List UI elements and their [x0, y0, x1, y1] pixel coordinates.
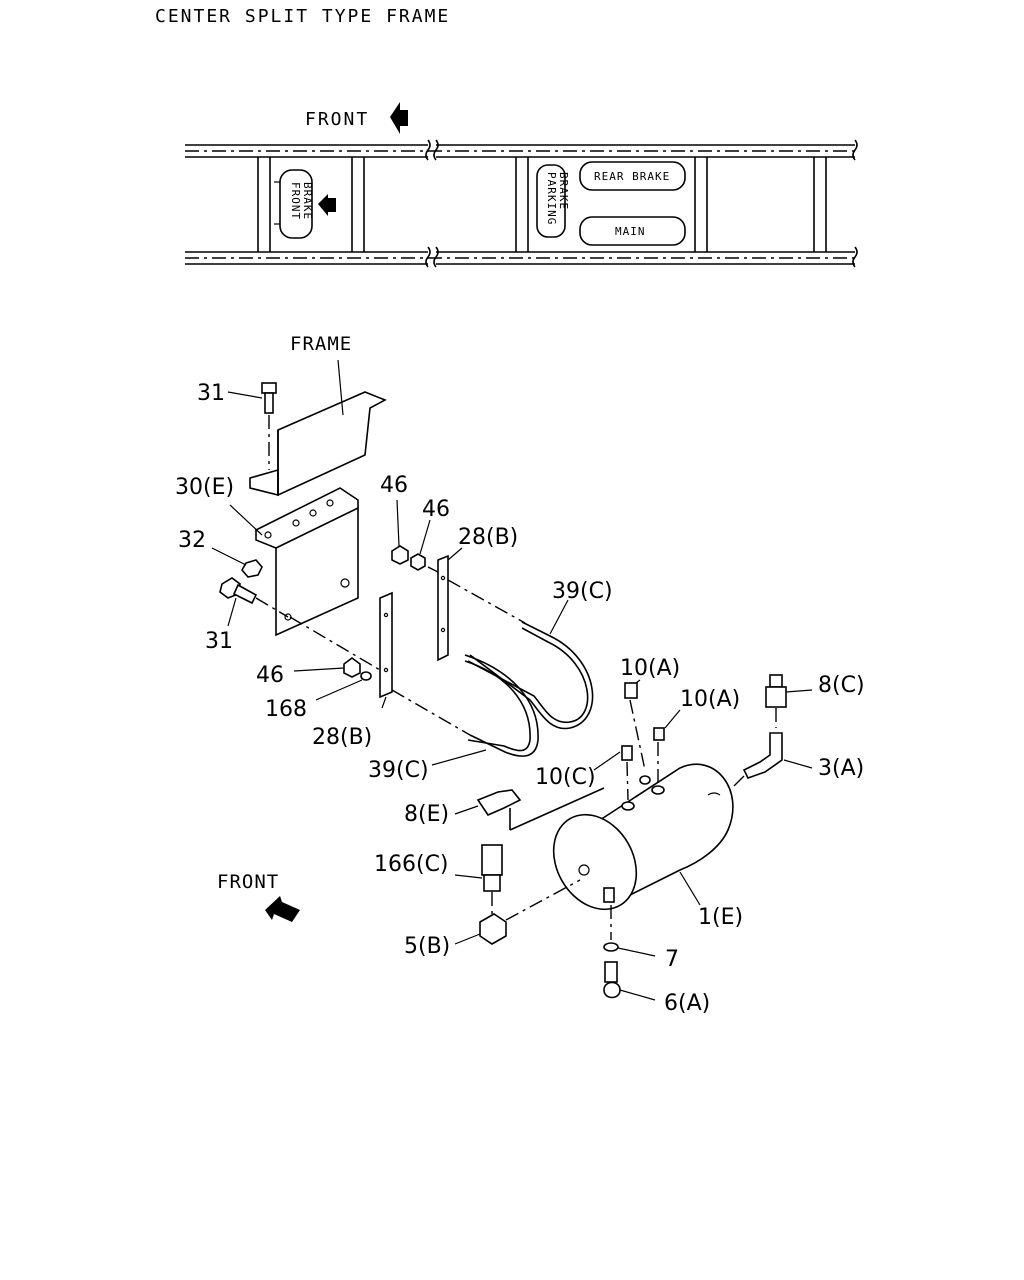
- air-tank-1e: [552, 763, 734, 911]
- callout-10a-left: 10(A): [620, 656, 680, 681]
- rear-brake-tank: REAR BRAKE: [579, 161, 686, 191]
- frame-rails: [185, 139, 858, 268]
- exploded-view: FRAME: [175, 333, 865, 1016]
- callout-7: 7: [665, 947, 679, 972]
- strap-28b-right: [437, 547, 526, 662]
- lower-front-arrow-icon: [265, 896, 300, 922]
- callout-8c: 8(C): [818, 673, 865, 698]
- callout-39c-left: 39(C): [368, 758, 429, 783]
- front-brake-tank: FRONT BRAKE: [274, 169, 336, 239]
- callout-31-top: 31: [197, 381, 225, 406]
- callout-46-c: 46: [256, 663, 284, 688]
- u-bolt-39c-left: [431, 654, 539, 766]
- parking-brake-label-1: PARKING: [545, 172, 558, 225]
- fittings-10: [593, 679, 681, 811]
- bracket-30e: [229, 487, 359, 637]
- callout-31-bottom: 31: [205, 629, 233, 654]
- nut-46-washer-168: [293, 657, 372, 701]
- callout-6a: 6(A): [664, 991, 710, 1016]
- drain-cock-6a: [603, 961, 656, 1001]
- callout-168: 168: [265, 697, 307, 722]
- callout-46-a: 46: [380, 473, 408, 498]
- tee-8e: [454, 787, 605, 831]
- parking-brake-label-2: BRAKE: [557, 172, 570, 210]
- switch-166c: [454, 844, 503, 915]
- callout-1e: 1(E): [698, 905, 743, 930]
- fitting-8c: [765, 674, 813, 728]
- front-arrow-icon: [390, 102, 408, 134]
- front-brake-arrow-icon: [318, 194, 336, 216]
- lower-front-label: FRONT: [217, 871, 279, 893]
- u-bolt-39c-right: [467, 599, 594, 730]
- frame-section: [249, 391, 387, 497]
- callout-166c: 166(C): [374, 852, 449, 877]
- page-title: CENTER SPLIT TYPE FRAME: [155, 6, 450, 27]
- callout-10c: 10(C): [535, 765, 596, 790]
- top-view-frame: FRONT: [185, 102, 858, 268]
- top-front-label: FRONT: [305, 109, 369, 130]
- elbow-5b: [454, 879, 581, 945]
- callout-32: 32: [178, 528, 206, 553]
- callout-30e: 30(E): [175, 475, 234, 500]
- main-tank: MAIN: [579, 216, 686, 246]
- strap-28b-left: [379, 591, 471, 736]
- callout-28b-right: 28(B): [458, 525, 518, 550]
- callout-3a: 3(A): [818, 756, 864, 781]
- callout-46-b: 46: [422, 497, 450, 522]
- callout-5b: 5(B): [404, 934, 450, 959]
- parking-brake-tank: PARKING BRAKE: [536, 164, 570, 238]
- callout-8e: 8(E): [404, 802, 449, 827]
- callout-28b-left: 28(B): [312, 725, 372, 750]
- bolt-31-bottom: [219, 577, 289, 627]
- elbow-3a: [729, 732, 813, 791]
- callout-39c-right: 39(C): [552, 579, 613, 604]
- front-brake-label-2: BRAKE: [301, 182, 314, 220]
- frame-label: FRAME: [290, 333, 352, 355]
- bolt-31-top: [227, 382, 277, 470]
- front-brake-label-1: FRONT: [289, 182, 302, 220]
- main-label: MAIN: [615, 225, 646, 238]
- callout-10a-right: 10(A): [680, 687, 740, 712]
- rear-brake-label: REAR BRAKE: [594, 170, 670, 183]
- nut-32: [211, 547, 263, 578]
- washer-7: [603, 905, 656, 957]
